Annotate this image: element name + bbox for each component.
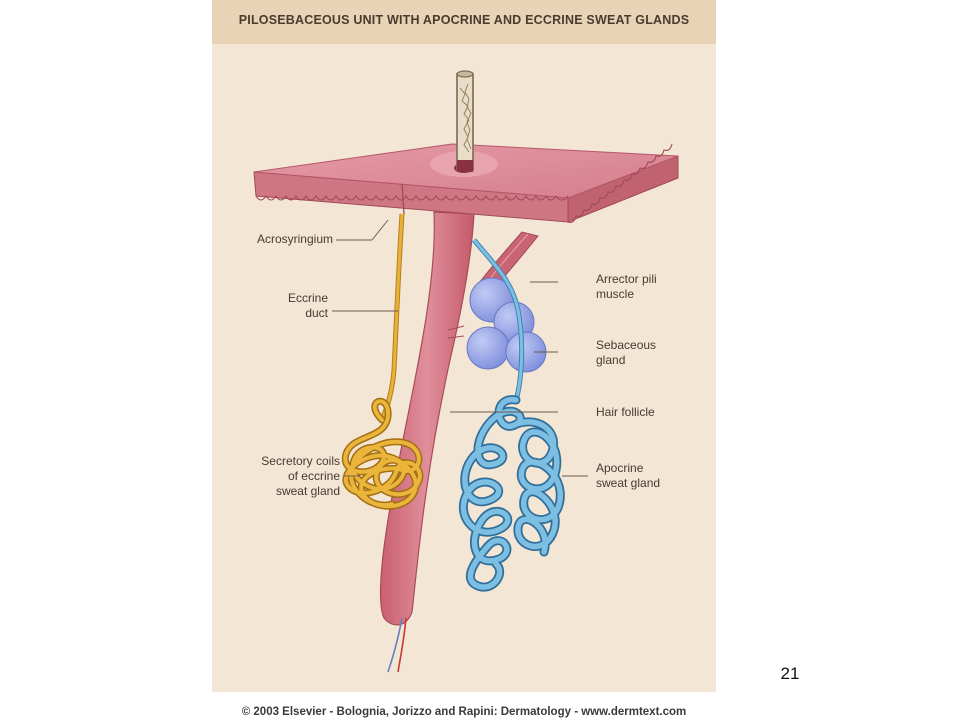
page-number: 21 — [780, 664, 800, 683]
label-eccrine-duct-line1: Eccrine — [287, 291, 328, 305]
label-hair-follicle: Hair follicle — [596, 405, 655, 419]
figure-title: PILOSEBACEOUS UNIT WITH APOCRINE AND ECC… — [238, 13, 690, 27]
title-band — [212, 0, 716, 44]
eccrine-sweat-gland — [341, 213, 424, 510]
leader-acrosyringium-2 — [371, 219, 389, 241]
label-arrector-pili-line2: muscle — [596, 287, 635, 301]
apocrine-sweat-gland — [458, 238, 565, 592]
pilosebaceous-illustration — [253, 70, 679, 673]
label-arrector-pili-line1: Arrector pili — [596, 272, 657, 286]
label-apocrine-gland-line2: sweat gland — [596, 476, 661, 490]
label-sebaceous-gland: Sebaceous gland — [596, 338, 656, 368]
label-eccrine-duct: Eccrine duct — [222, 291, 328, 321]
footer-band — [212, 692, 716, 720]
label-arrector-pili: Arrector pili muscle — [596, 272, 657, 302]
hair-follicle — [379, 211, 475, 673]
label-eccrine-duct-line2: duct — [305, 306, 328, 320]
label-secretory-coils: Secretory coils of eccrine sweat gland — [212, 454, 340, 499]
label-secretory-coils-line2: of eccrine — [287, 469, 340, 483]
hair-shaft — [456, 70, 474, 172]
label-apocrine-gland-line1: Apocrine — [596, 461, 644, 475]
label-sebaceous-gland-line2: gland — [596, 353, 626, 367]
label-acrosyringium: Acrosyringium — [256, 232, 333, 246]
label-apocrine-gland: Apocrine sweat gland — [596, 461, 660, 491]
copyright-caption: © 2003 Elsevier - Bolognia, Jorizzo and … — [241, 706, 687, 718]
label-secretory-coils-line3: sweat gland — [275, 484, 340, 498]
label-secretory-coils-line1: Secretory coils — [261, 454, 340, 468]
figure-plate: PILOSEBACEOUS UNIT WITH APOCRINE AND ECC… — [212, 0, 716, 720]
label-sebaceous-gland-line1: Sebaceous — [596, 338, 657, 352]
sebaceous-gland — [466, 277, 547, 373]
leader-lines — [332, 219, 588, 477]
